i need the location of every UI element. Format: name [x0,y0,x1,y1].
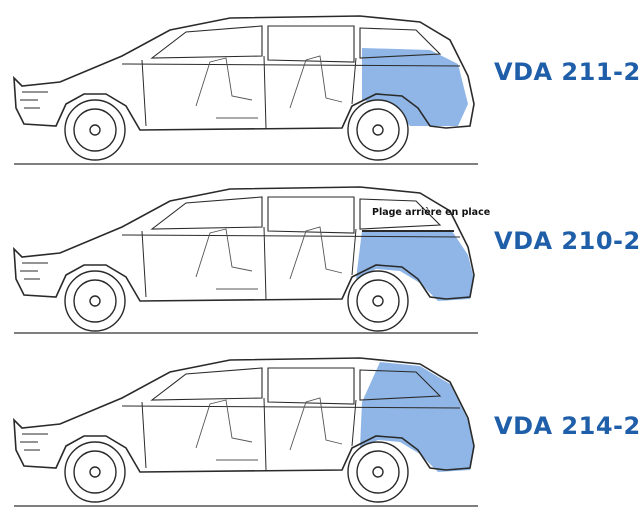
vda-code-label: VDA 214-2 [494,412,640,440]
cargo-volume-zone [360,362,474,472]
cargo-volume-zone [362,48,468,126]
car-side-outline-214 [13,357,478,507]
car-side-outline-210 [13,186,478,334]
cargo-volume-zone [356,231,474,301]
vda-code-label: VDA 211-2 [494,58,640,86]
view-vda-211-2: VDA 211-2 [0,0,640,171]
view-vda-214-2: VDA 214-2 [0,342,640,513]
car-side-outline-211 [13,15,478,165]
parcel-shelf-note: Plage arrière en place [372,207,491,218]
vda-code-label: VDA 210-2 [494,227,640,255]
view-vda-210-2: Plage arrière en place VDA 210-2 [0,171,640,342]
